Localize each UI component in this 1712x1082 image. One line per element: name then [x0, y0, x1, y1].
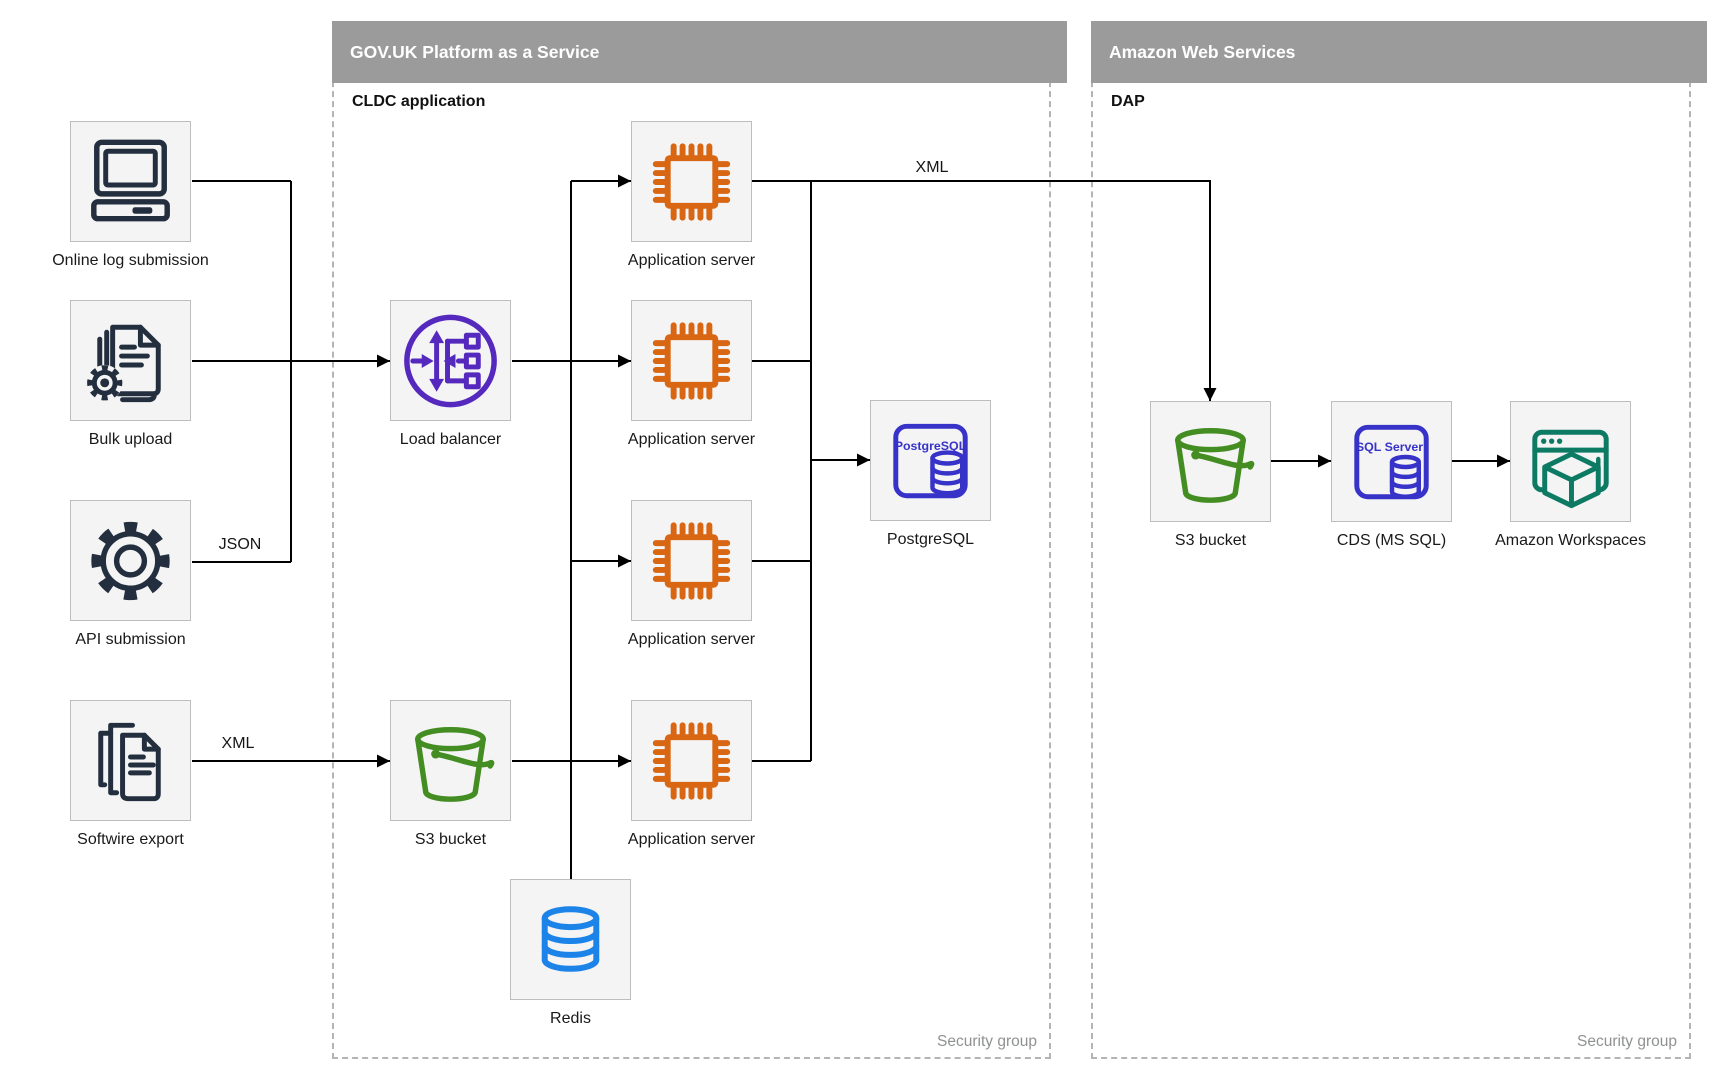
node-api-submission: API submission [70, 500, 191, 648]
node-cds-ms-sql: SQL Server CDS (MS SQL) [1331, 401, 1452, 549]
govuk-paas-container: GOV.UK Platform as a Service CLDC applic… [332, 21, 1067, 1059]
node-paas-s3-bucket: S3 bucket [390, 700, 511, 848]
dap-label: DAP [1111, 93, 1145, 110]
node-app-server-2: Application server [628, 300, 755, 448]
node-postgresql: PostgreSQL PostgreSQL [870, 400, 991, 548]
load-balancer-icon [404, 314, 497, 407]
node-app-server-4: Application server [628, 700, 755, 848]
node-label: Amazon Workspaces [1495, 532, 1646, 549]
node-app-server-1: Application server [628, 121, 755, 269]
sql-server-icon: SQL Server [1354, 424, 1429, 499]
node-load-balancer: Load balancer [390, 300, 511, 448]
node-online-log-submission: Online log submission [52, 121, 209, 269]
node-label: PostgreSQL [886, 531, 975, 548]
node-label: S3 bucket [414, 831, 487, 848]
chip-icon [652, 142, 731, 221]
documents-icon [98, 722, 161, 801]
node-label: S3 bucket [1174, 532, 1247, 549]
workspaces-icon [1532, 429, 1609, 508]
govuk-security-group-label: Security group [937, 1033, 1037, 1050]
node-label: Redis [550, 1010, 591, 1027]
document-gear-icon [86, 324, 161, 402]
node-bulk-upload: Bulk upload [70, 300, 191, 448]
s3-bucket-icon [415, 726, 495, 802]
svg-text:PostgreSQL: PostgreSQL [895, 439, 967, 453]
postgresql-icon: PostgreSQL [893, 423, 968, 498]
node-label: Online log submission [52, 252, 209, 269]
node-aws-s3-bucket: S3 bucket [1150, 401, 1271, 549]
node-label: Application server [627, 831, 756, 848]
node-label: Application server [627, 631, 756, 648]
json-edge-label: JSON [219, 536, 262, 553]
node-redis: Redis [510, 879, 631, 1027]
node-label: Load balancer [399, 431, 502, 448]
cldc-application-label: CLDC application [352, 93, 486, 110]
database-icon [541, 905, 600, 972]
gear-icon [91, 521, 170, 600]
chip-icon [652, 721, 731, 800]
chip-icon [652, 521, 731, 600]
aws-header: Amazon Web Services [1091, 21, 1707, 83]
xml-softwire-edge-label: XML [222, 735, 255, 752]
aws-security-group-label: Security group [1577, 1033, 1677, 1050]
node-amazon-workspaces: Amazon Workspaces [1495, 401, 1646, 549]
govuk-paas-header: GOV.UK Platform as a Service [332, 21, 1067, 83]
node-app-server-3: Application server [628, 500, 755, 648]
node-label: Application server [627, 431, 756, 448]
s3-bucket-icon [1175, 427, 1255, 503]
svg-text:SQL Server: SQL Server [1356, 440, 1423, 454]
node-label: Application server [627, 252, 756, 269]
aws-container: Amazon Web Services DAP Security group [1091, 21, 1707, 1059]
node-label: Softwire export [77, 831, 184, 848]
chip-icon [652, 321, 731, 400]
node-label: Bulk upload [88, 431, 173, 448]
node-label: CDS (MS SQL) [1336, 532, 1447, 549]
computer-icon [91, 139, 170, 221]
node-label: API submission [75, 631, 186, 648]
node-softwire-export: Softwire export [70, 700, 191, 848]
